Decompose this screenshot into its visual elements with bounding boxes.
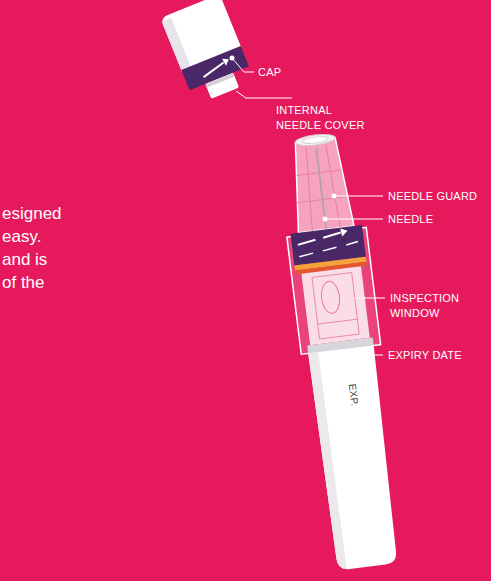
inspection-window (301, 266, 369, 345)
window-plunger (320, 280, 342, 314)
body-text: and is (2, 250, 47, 270)
guard-line (302, 147, 316, 231)
collar-arrow (297, 233, 342, 245)
collar-arrowhead (340, 228, 348, 237)
collar-dash (298, 242, 359, 257)
body-text: easy. (2, 227, 41, 247)
leader-line (334, 196, 383, 197)
pen-body (308, 345, 400, 570)
part-label: NEEDLE GUARD (388, 189, 477, 204)
leader-dot (323, 217, 328, 222)
needle-guard (287, 137, 354, 233)
guard-opening (295, 133, 336, 148)
leader-line (236, 91, 292, 98)
part-label: NEEDLE (388, 212, 433, 227)
cap-band (181, 46, 249, 90)
internal-needle-cover (205, 73, 239, 99)
cover-ring (205, 73, 234, 88)
part-label: INTERNAL NEEDLE COVER (276, 103, 368, 133)
leader-line (360, 355, 383, 356)
twist-arrow (201, 63, 226, 78)
leader-lines (232, 58, 385, 355)
leader-line (355, 298, 385, 299)
cap-shade (162, 18, 192, 72)
leader-line (232, 58, 254, 72)
body-text: esigned (2, 204, 62, 224)
twist-arrowhead (222, 57, 231, 67)
leader-dot (230, 56, 235, 61)
leader-dots (230, 56, 363, 358)
leader-dot (332, 194, 337, 199)
pen-drawing (275, 130, 407, 572)
body-text: of the (2, 273, 45, 293)
leader-dot (358, 353, 363, 358)
window-line (318, 319, 358, 324)
guard-rim (302, 135, 329, 144)
part-label: CAP (258, 65, 281, 80)
guard-line (326, 144, 340, 228)
body-shade (308, 352, 350, 571)
cap-drawing (160, 0, 255, 105)
part-label: INSPECTION WINDOW (390, 291, 472, 321)
leader-line (325, 219, 383, 220)
window-inner (312, 273, 359, 339)
pen-print: EXP. (347, 383, 360, 406)
part-label: EXPIRY DATE (388, 348, 462, 363)
